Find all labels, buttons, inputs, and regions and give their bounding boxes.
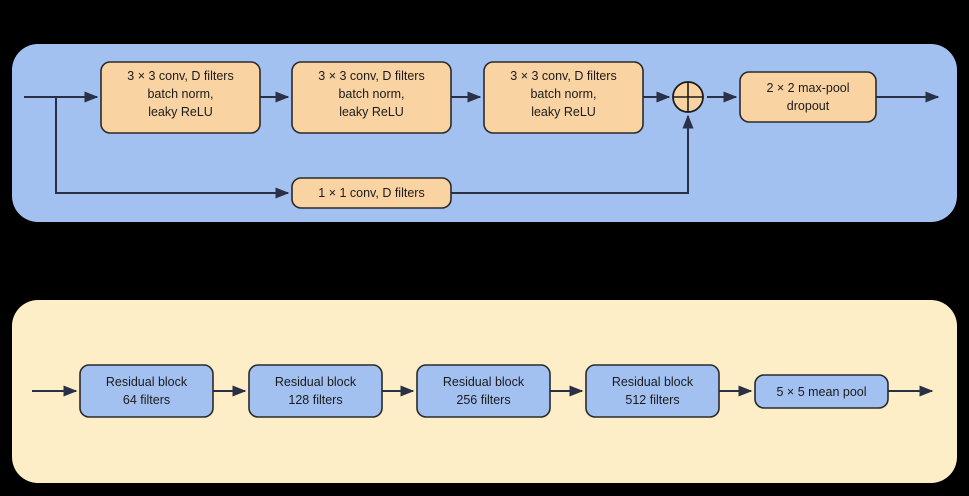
- conv-1-box[interactable]: [100, 61, 261, 134]
- residual-block-512-line-1: Residual block: [612, 375, 694, 389]
- residual-block-64-box[interactable]: [79, 364, 214, 418]
- residual-block-256-box[interactable]: [416, 364, 551, 418]
- mean-pool-node[interactable]: 5 × 5 mean pool: [754, 374, 889, 409]
- max-pool-box[interactable]: [739, 71, 877, 123]
- conv-2-box[interactable]: [291, 61, 452, 134]
- conv-1-line-2: batch norm,: [147, 87, 213, 101]
- conv-2-node[interactable]: 3 × 3 conv, D filters batch norm, leaky …: [291, 61, 452, 134]
- conv-1-node[interactable]: 3 × 3 conv, D filters batch norm, leaky …: [100, 61, 261, 134]
- conv-3-node[interactable]: 3 × 3 conv, D filters batch norm, leaky …: [483, 61, 644, 134]
- residual-block-128-node[interactable]: Residual block 128 filters: [248, 364, 383, 418]
- max-pool-line-2: dropout: [787, 99, 830, 113]
- conv-1x1-label: 1 × 1 conv, D filters: [318, 186, 424, 200]
- residual-block-128-line-2: 128 filters: [288, 393, 342, 407]
- residual-block-64-line-1: Residual block: [106, 375, 188, 389]
- residual-block-256-node[interactable]: Residual block 256 filters: [416, 364, 551, 418]
- residual-block-512-line-2: 512 filters: [625, 393, 679, 407]
- conv-1x1-node[interactable]: 1 × 1 conv, D filters: [291, 177, 452, 209]
- residual-block-512-node[interactable]: Residual block 512 filters: [585, 364, 720, 418]
- conv-2-line-3: leaky ReLU: [339, 105, 404, 119]
- conv-1-line-1: 3 × 3 conv, D filters: [127, 69, 233, 83]
- residual-block-256-line-1: Residual block: [443, 375, 525, 389]
- conv-3-box[interactable]: [483, 61, 644, 134]
- max-pool-node[interactable]: 2 × 2 max-pool dropout: [739, 71, 877, 123]
- conv-3-line-3: leaky ReLU: [531, 105, 596, 119]
- edge-conv1x1-to-sum: [451, 114, 694, 194]
- conv-1x1-box[interactable]: [291, 177, 452, 209]
- mean-pool-label: 5 × 5 mean pool: [777, 385, 867, 399]
- residual-block-128-box[interactable]: [248, 364, 383, 418]
- conv-3-line-1: 3 × 3 conv, D filters: [510, 69, 616, 83]
- residual-block-128-line-1: Residual block: [275, 375, 357, 389]
- mean-pool-box[interactable]: [754, 374, 889, 409]
- residual-block-64-node[interactable]: Residual block 64 filters: [79, 364, 214, 418]
- residual-block-64-line-2: 64 filters: [123, 393, 170, 407]
- max-pool-line-1: 2 × 2 max-pool: [766, 81, 849, 95]
- conv-2-line-2: batch norm,: [338, 87, 404, 101]
- conv-3-line-2: batch norm,: [530, 87, 596, 101]
- residual-block-512-box[interactable]: [585, 364, 720, 418]
- residual-block-256-line-2: 256 filters: [456, 393, 510, 407]
- conv-2-line-1: 3 × 3 conv, D filters: [318, 69, 424, 83]
- edge-skip-branch: [55, 97, 290, 199]
- conv-1-line-3: leaky ReLU: [148, 105, 213, 119]
- sum-operator-node[interactable]: [672, 81, 704, 113]
